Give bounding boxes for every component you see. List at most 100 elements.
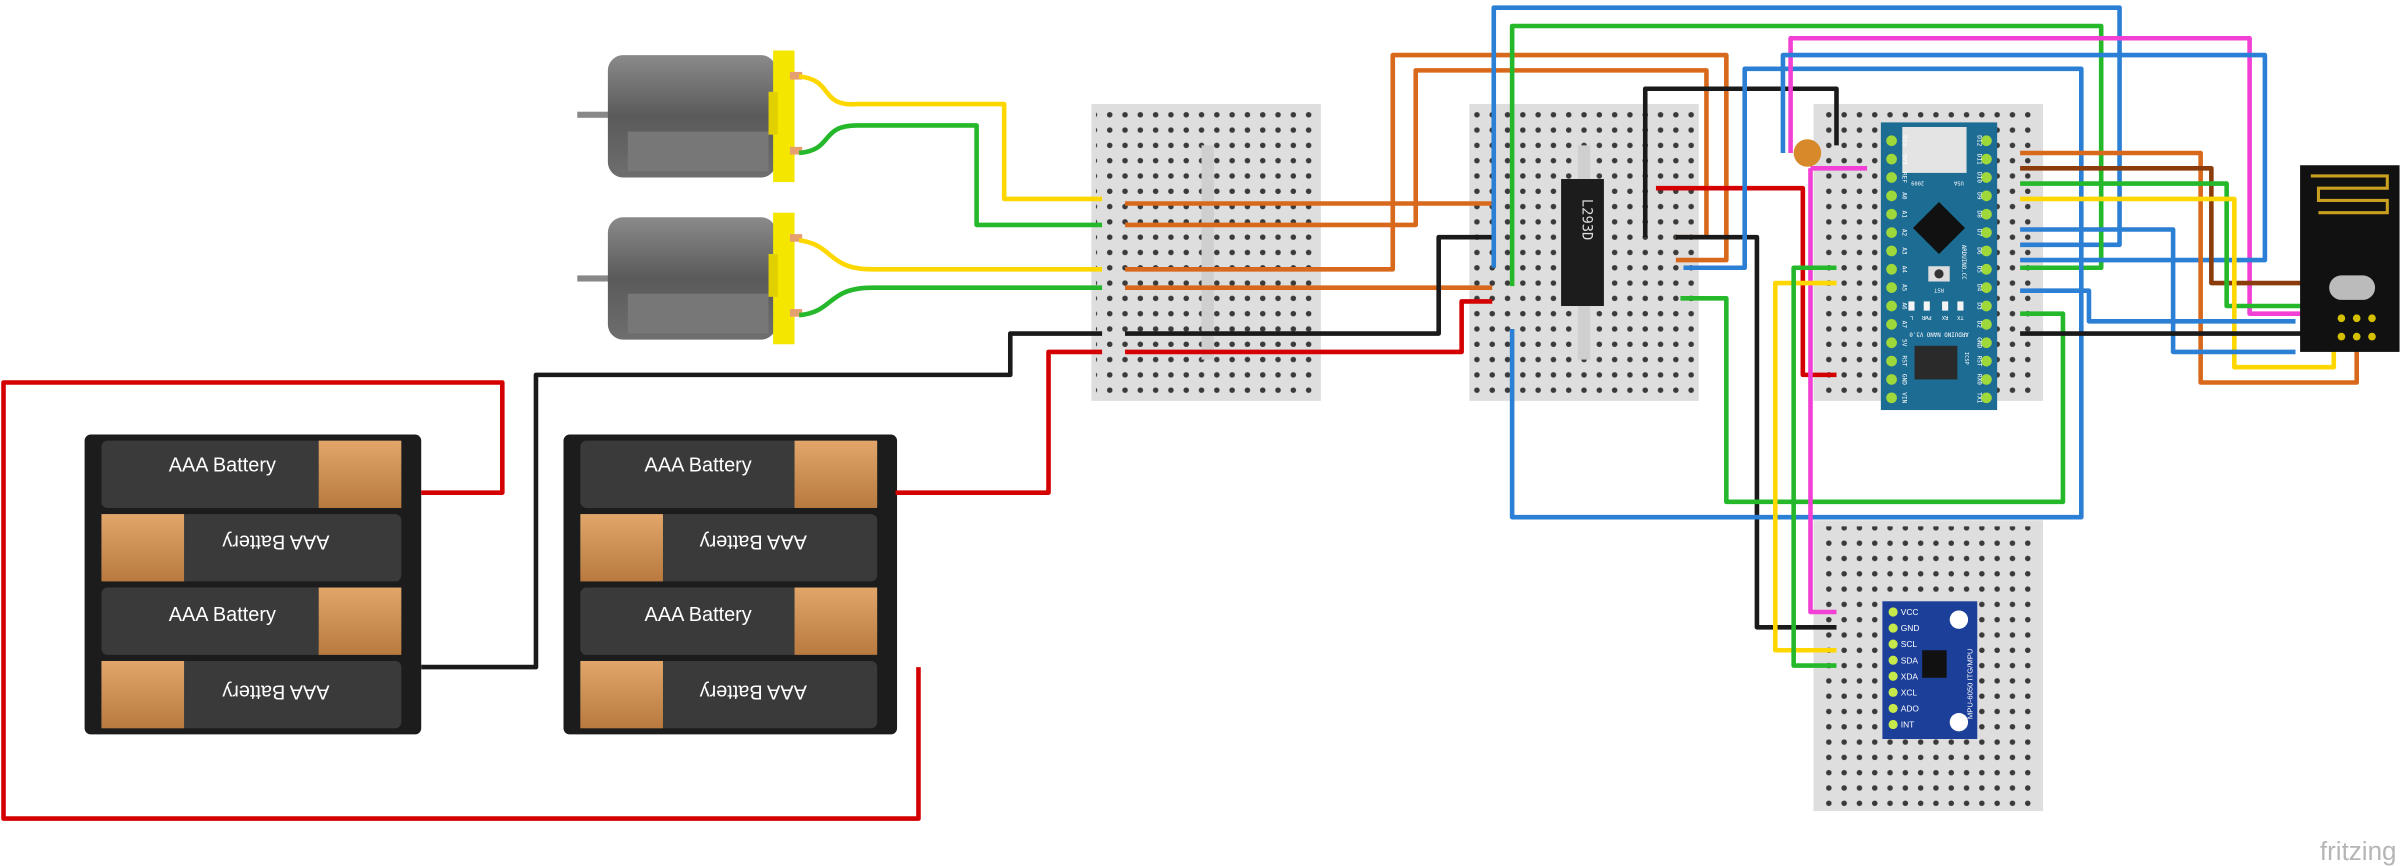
- pin-pad: [1886, 227, 1897, 238]
- pin-label: A5: [1900, 284, 1907, 292]
- wire-blue[interactable]: [1780, 52, 2268, 263]
- pin-label: A0: [1900, 192, 1907, 200]
- pin-pad: [1886, 337, 1897, 349]
- pin-label: XDA: [1901, 671, 1919, 681]
- wire-green[interactable]: [2020, 181, 2311, 309]
- pin-label: D2: [1975, 321, 1982, 329]
- pin-label: GND: [1901, 623, 1920, 633]
- pin-label: D3: [1975, 302, 1982, 310]
- wire-blue[interactable]: [2020, 227, 2296, 355]
- capacitor: [1793, 139, 1822, 167]
- battery-label: AAA Battery: [169, 454, 276, 476]
- reset-button-cap: [1934, 269, 1944, 279]
- wire-orange[interactable]: [2020, 150, 2360, 385]
- icsp-header: [1914, 345, 1958, 380]
- pin-label: D11: [1975, 154, 1982, 165]
- wire-blue[interactable]: [1509, 66, 2084, 520]
- pin-pad: [1981, 392, 1992, 404]
- pin-label: RST: [1900, 356, 1907, 367]
- chip-label: L293D: [1579, 199, 1595, 240]
- pin-pad: [1981, 227, 1992, 238]
- pin-pad: [1888, 639, 1898, 649]
- battery-cell: AAA Battery: [101, 514, 402, 582]
- wire-green[interactable]: [1791, 265, 1837, 668]
- pin-pad: [1981, 153, 1992, 165]
- reset-label: RST: [1933, 287, 1943, 293]
- pin-pad: [1888, 719, 1898, 730]
- pin-pad: [1886, 355, 1897, 367]
- pin-pad: [1886, 282, 1897, 294]
- wire-red[interactable]: [1125, 299, 1493, 355]
- icsp-label: ICSP: [1963, 352, 1969, 365]
- pin-label: D6: [1975, 247, 1982, 255]
- battery-cell: AAA Battery: [580, 660, 878, 729]
- wires: [1, 5, 2365, 821]
- pin-pad: [1888, 687, 1898, 697]
- battery-label: AAA Battery: [222, 531, 329, 553]
- wire-yellow[interactable]: [798, 74, 1103, 202]
- dc-motor-1: [577, 50, 803, 183]
- pin-pad: [1886, 263, 1897, 275]
- pin-label: A7: [1900, 321, 1907, 329]
- pin-label: VCC: [1901, 607, 1919, 617]
- wire-pink[interactable]: [1788, 35, 2334, 316]
- pin-pad: [1886, 135, 1897, 147]
- pin-label: RX0: [1975, 374, 1982, 385]
- board-brand: ARDUINO.CC: [1960, 245, 1966, 280]
- pin-label: D10: [1975, 172, 1982, 183]
- pin-pad: [1888, 671, 1898, 681]
- battery-label: AAA Battery: [700, 680, 807, 702]
- battery-cell: AAA Battery: [101, 660, 402, 729]
- pin-pad: [1886, 392, 1897, 404]
- dc-motor-2: [577, 212, 803, 345]
- wire-green[interactable]: [1509, 23, 2104, 287]
- pin-label: TX1: [1975, 392, 1982, 403]
- wire-blue[interactable]: [2020, 288, 2296, 324]
- wire-black[interactable]: [421, 331, 1103, 670]
- pin-label: D8: [1975, 211, 1982, 219]
- wire-green[interactable]: [798, 123, 1103, 228]
- wire-green[interactable]: [1680, 296, 2066, 505]
- pin-label: D5: [1975, 266, 1982, 274]
- pin-label: REF: [1900, 172, 1907, 183]
- wire-yellow[interactable]: [798, 237, 1103, 272]
- mcu-chip: [1912, 201, 1966, 254]
- pin-label: D4: [1975, 284, 1982, 292]
- wire-yellow[interactable]: [2020, 196, 2337, 370]
- led-label: PWR: [1921, 314, 1931, 320]
- battery-label: AAA Battery: [222, 680, 329, 702]
- pin-pad: [1981, 355, 1992, 367]
- battery-label: AAA Battery: [169, 604, 276, 626]
- pin-label: D9: [1975, 192, 1982, 200]
- led-label: L: [1910, 314, 1913, 320]
- wire-black[interactable]: [1675, 234, 1837, 630]
- wire-black[interactable]: [1642, 86, 1839, 238]
- led-label: RX: [1941, 314, 1948, 320]
- battery-label: AAA Battery: [645, 604, 752, 626]
- pin-pad: [1886, 319, 1897, 330]
- pin-label: GND: [1900, 374, 1907, 385]
- pin-label: RST: [1975, 356, 1982, 367]
- pin-label: SDA: [1901, 655, 1919, 665]
- pin-pad: [1981, 300, 1992, 312]
- wire-brown[interactable]: [2020, 166, 2342, 286]
- wire-blue[interactable]: [1491, 5, 2122, 268]
- wire-yellow[interactable]: [1772, 280, 1837, 653]
- wire-green[interactable]: [798, 285, 1103, 318]
- board-country-label: USA: [1953, 179, 1963, 185]
- pin-pad: [1981, 245, 1992, 257]
- pin-pad: [1886, 245, 1897, 257]
- pin-label: D12: [1975, 135, 1982, 146]
- wire-pink[interactable]: [1808, 166, 1868, 615]
- pin-label: A4: [1900, 266, 1907, 274]
- wire-black[interactable]: [1125, 234, 1493, 336]
- wire-red[interactable]: [1, 380, 921, 821]
- wire-red[interactable]: [895, 349, 1103, 495]
- pin-pad: [1888, 703, 1898, 713]
- pin-label: XCL: [1901, 687, 1918, 697]
- battery-label: AAA Battery: [700, 531, 807, 553]
- pin-label: VIN: [1900, 392, 1907, 403]
- wire-orange[interactable]: [1125, 52, 1729, 272]
